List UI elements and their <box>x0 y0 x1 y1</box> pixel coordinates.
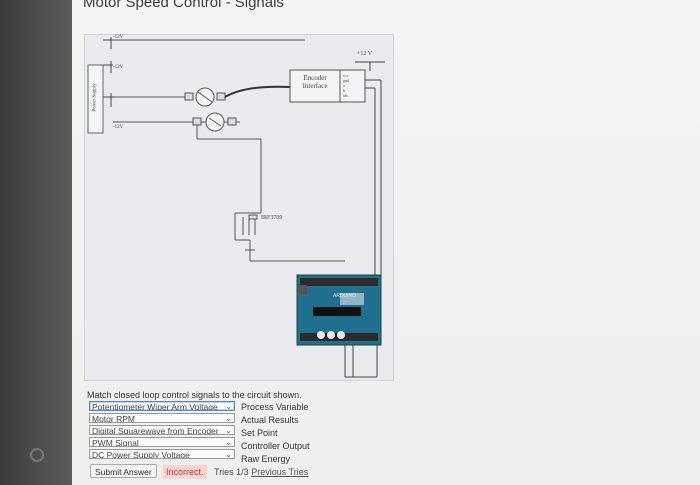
match-select-4[interactable]: PWM Signal ⌄ <box>89 437 235 447</box>
match-select-3[interactable]: Digital Squarewave from Encoder ⌄ <box>89 425 235 435</box>
tries-count: Tries 1/3 <box>214 467 249 477</box>
question-prompt: Match closed loop control signals to the… <box>87 390 302 400</box>
match-label-2: Actual Results <box>241 415 299 425</box>
chevron-down-icon: ⌄ <box>225 438 232 447</box>
left-sidebar <box>0 0 72 485</box>
ps-voltage-2: -12V <box>113 65 124 70</box>
arduino-logo-text: ARDUINO <box>333 293 357 299</box>
page-title: Motor Speed Control - Signals <box>83 0 284 11</box>
previous-tries-link[interactable]: Previous Tries <box>251 467 309 477</box>
chevron-down-icon: ⌄ <box>225 414 232 423</box>
tries-info: Tries 1/3 Previous Tries <box>214 467 308 477</box>
chevron-down-icon: ⌄ <box>225 450 232 459</box>
v12-label: +12 V <box>357 51 373 57</box>
match-select-2[interactable]: Motor RPM ⌄ <box>89 413 235 423</box>
encoder-label: Encoder Interface <box>302 74 328 90</box>
sidebar-icon <box>30 448 44 462</box>
status-badge: Incorrect. <box>163 465 207 479</box>
power-supply-label: Power Supply <box>92 83 98 112</box>
select-value: Digital Squarewave from Encoder <box>92 426 219 435</box>
encoder-pins: vcc gnd a b idx <box>343 73 349 98</box>
mosfet <box>248 214 258 220</box>
power-supply-box <box>87 64 104 134</box>
match-label-5: Raw Energy <box>241 454 291 464</box>
circuit-diagram: Power Supply -12V -12V -12V Encoder Inte… <box>84 34 394 381</box>
select-value: PWM Signal <box>92 438 139 447</box>
select-value: DC Power Supply Voltage <box>92 450 190 459</box>
encoder-interface-box <box>289 69 341 103</box>
match-label-1: Process Variable <box>241 402 309 412</box>
select-value: Potentiometer Wiper Arm Voltage <box>92 402 218 411</box>
select-value: Motor RPM <box>92 414 135 423</box>
submit-answer-button[interactable]: Submit Answer <box>90 464 157 478</box>
circuit-wiring <box>87 37 385 378</box>
chevron-down-icon: ⌄ <box>225 402 232 411</box>
ps-voltage-3: -12V <box>113 125 124 130</box>
ps-voltage-1: -12V <box>113 35 124 40</box>
match-select-1[interactable]: Potentiometer Wiper Arm Voltage ⌄ <box>89 401 235 411</box>
match-label-4: Controller Output <box>241 441 310 451</box>
chevron-down-icon: ⌄ <box>225 426 232 435</box>
match-select-5[interactable]: DC Power Supply Voltage ⌄ <box>89 449 235 459</box>
mosfet-label: IRF3709 <box>261 215 283 221</box>
match-label-3: Set Point <box>241 428 278 438</box>
